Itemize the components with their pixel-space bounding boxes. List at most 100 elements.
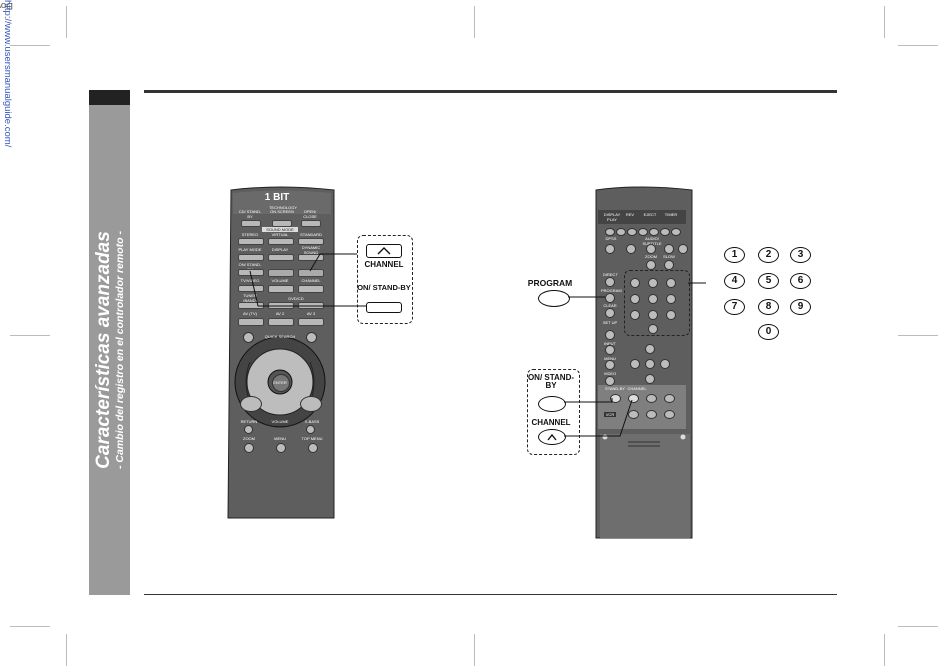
right-button[interactable] [660, 359, 670, 369]
crop-mark [898, 45, 938, 46]
vcr-label: VCR [604, 412, 616, 417]
av3-button[interactable] [298, 318, 324, 326]
key-5[interactable] [648, 294, 658, 304]
btn-label: MENU [604, 356, 616, 361]
open-close-button[interactable] [301, 220, 321, 227]
onstandby-right-callout-label: ON/ STAND-BY [527, 373, 575, 390]
callout-frame [357, 235, 413, 324]
key-6[interactable] [666, 294, 676, 304]
key-1[interactable] [630, 278, 640, 288]
key-2[interactable] [648, 278, 658, 288]
crop-mark [66, 634, 67, 666]
btn-label: AV (TV) [243, 311, 257, 316]
remote-button[interactable] [626, 244, 636, 254]
remote-button[interactable] [605, 244, 615, 254]
program-callout-button [538, 290, 570, 307]
dvd-cd-label: DVD/CD [288, 296, 304, 301]
setup-button[interactable] [605, 330, 615, 340]
btn-label: VIRTUAL [271, 232, 289, 237]
channel-down-button[interactable] [298, 285, 324, 293]
remote-button[interactable] [664, 394, 675, 403]
key-4[interactable] [630, 294, 640, 304]
btn-label: REV [625, 212, 635, 217]
skip-forward-button[interactable] [306, 332, 317, 343]
onstandby-right-callout-button [538, 396, 566, 412]
volume-down-button[interactable] [268, 285, 294, 293]
top-menu-button[interactable] [308, 443, 318, 453]
remote-button[interactable] [646, 244, 656, 254]
on-screen-button[interactable] [272, 220, 292, 227]
av2-button[interactable] [268, 318, 294, 326]
display-button[interactable] [268, 254, 294, 261]
remote-button[interactable] [646, 394, 657, 403]
menu-button[interactable] [605, 360, 615, 370]
vcr-channel-button[interactable] [628, 394, 639, 403]
keypad-highlight [624, 270, 690, 336]
key-9[interactable] [666, 310, 676, 320]
tv-video-button[interactable] [238, 285, 264, 292]
zoom-button[interactable] [244, 443, 254, 453]
return-small-button[interactable] [244, 425, 253, 434]
standard-button[interactable] [298, 238, 324, 245]
skip-back-button[interactable] [243, 332, 254, 343]
remote-button[interactable] [664, 244, 674, 254]
stereo-button[interactable] [238, 238, 264, 245]
remote-button[interactable] [627, 228, 637, 236]
program-button[interactable] [605, 293, 615, 303]
btn-label: CHANNEL [627, 386, 647, 391]
btn-label: PROGRAM [601, 288, 622, 293]
quick-search-label: QUICK SEARCH [264, 334, 296, 339]
remote-button[interactable] [616, 228, 626, 236]
xbass-button[interactable] [300, 396, 322, 412]
btn-label: SET UP [602, 320, 618, 325]
remote-button[interactable] [664, 410, 675, 419]
slow-button[interactable] [664, 260, 674, 270]
zoom-button[interactable] [646, 260, 656, 270]
video-button[interactable] [605, 376, 615, 386]
btn-label: OPEN/ CLOSE [303, 209, 317, 219]
remote-button[interactable] [660, 228, 670, 236]
clear-button[interactable] [605, 308, 615, 318]
remote-button[interactable] [638, 228, 648, 236]
numkey-2: 2 [758, 247, 779, 263]
btn-label: STANDARD [300, 232, 322, 237]
remote-button[interactable] [628, 410, 639, 419]
ok-button[interactable] [645, 359, 655, 369]
return-button[interactable] [240, 396, 262, 412]
remote-button[interactable] [671, 228, 681, 236]
down-button[interactable] [645, 374, 655, 384]
remote-button[interactable] [605, 228, 615, 236]
volume-up-button[interactable] [268, 269, 294, 277]
btn-label: DYNAMIC SOUND [301, 245, 321, 255]
direct-button[interactable] [605, 277, 615, 287]
key-0[interactable] [648, 324, 658, 334]
vcr-standby-button[interactable] [610, 394, 621, 403]
enter-button[interactable] [272, 374, 290, 392]
input-button[interactable] [605, 345, 615, 355]
crop-mark [10, 45, 50, 46]
numkey-1: 1 [724, 247, 745, 263]
remote-button[interactable] [649, 228, 659, 236]
remote-button[interactable] [678, 244, 688, 254]
key-8[interactable] [648, 310, 658, 320]
key-7[interactable] [630, 310, 640, 320]
crop-mark [474, 6, 475, 38]
key-3[interactable] [666, 278, 676, 288]
menu-button[interactable] [276, 443, 286, 453]
btn-label: EJECT [643, 212, 657, 217]
xbass-small-button[interactable] [306, 425, 315, 434]
btn-label: DISPLAY [271, 247, 289, 252]
btn-label: AUDIO/ SUBTITLE [642, 236, 661, 246]
cd-standby-button[interactable] [241, 220, 261, 227]
left-button[interactable] [630, 359, 640, 369]
play-mode-button[interactable] [238, 254, 264, 261]
up-button[interactable] [645, 344, 655, 354]
av-tv-button[interactable] [238, 318, 264, 326]
btn-label: AV 2 [275, 311, 285, 316]
dynamic-sound-button[interactable] [298, 254, 324, 261]
virtual-button[interactable] [268, 238, 294, 245]
tuner-label: TUNER (BAND) [243, 293, 257, 303]
remote-button[interactable] [646, 410, 657, 419]
